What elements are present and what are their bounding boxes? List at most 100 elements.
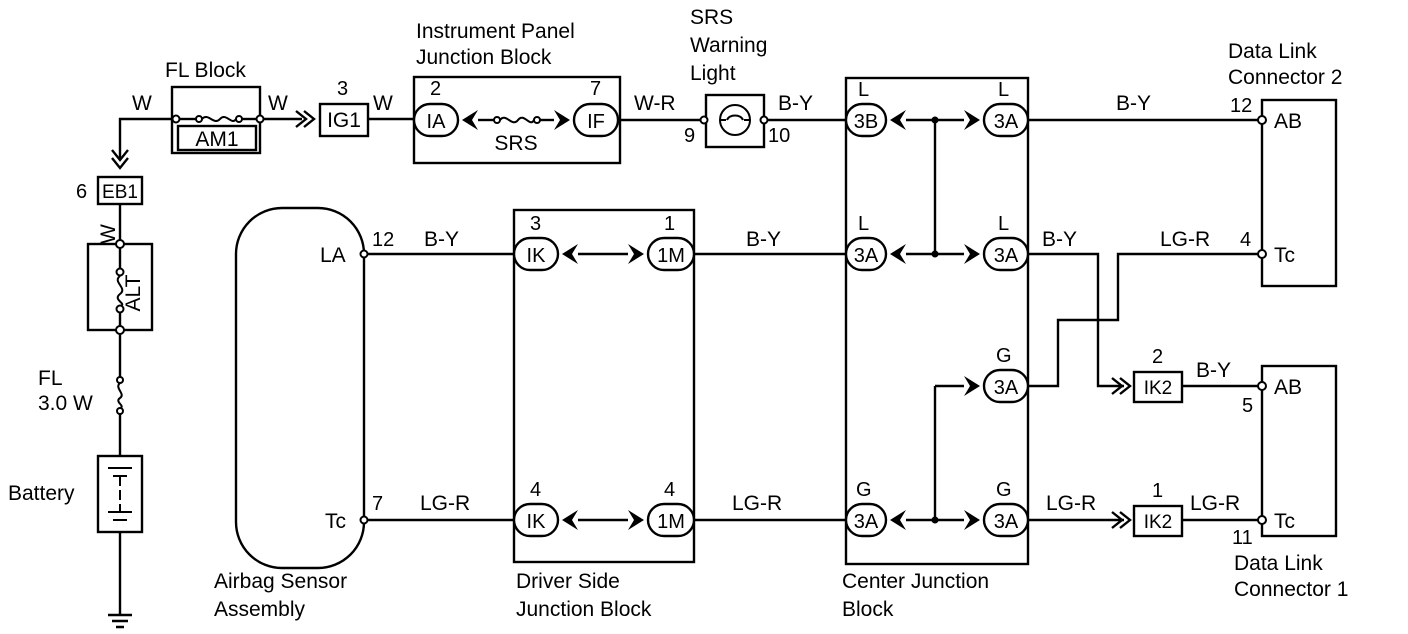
center-junction-block: 3B L 3A L 3A L 3A L 3A G 3A G 3A G	[842, 76, 1030, 621]
terminal-la: LA	[320, 244, 346, 267]
airbag-sensor-assembly: LA Tc 12 7 Airbag Sensor Assembly	[214, 206, 394, 621]
wire-label-lg-r-2: LG-R	[732, 492, 782, 515]
cjb-label-2: Block	[842, 598, 894, 621]
srs-fuse-label: SRS	[494, 132, 537, 155]
m1-lower-label: 1M	[657, 511, 685, 533]
m1-upper-label: 1M	[657, 245, 685, 267]
c3a-label-1: 3A	[994, 111, 1019, 133]
wire-label-w-3: W	[373, 92, 393, 115]
pin-4-1m: 4	[664, 479, 675, 501]
srs-light-label-3: Light	[690, 62, 736, 85]
pin-2-ia: 2	[430, 78, 441, 100]
c3a-label-3: 3A	[994, 245, 1019, 267]
pin-10: 10	[768, 125, 790, 147]
terminal-g-2: G	[856, 479, 872, 501]
if-label: IF	[587, 111, 605, 133]
ik2-upper-label: IK2	[1144, 378, 1173, 399]
airbag-label-2: Assembly	[214, 598, 306, 621]
battery-label: Battery	[8, 482, 75, 505]
fl-block: FL Block AM1	[165, 59, 265, 155]
terminal-tc-dlc1: Tc	[1274, 510, 1295, 533]
pin-7-tc: 7	[372, 493, 383, 515]
dsjb-label-2: Junction Block	[516, 598, 652, 621]
wire-label-w: W	[132, 92, 152, 115]
dlc2-label-1: Data Link	[1228, 40, 1317, 63]
pin-2-ik2: 2	[1152, 346, 1163, 368]
wire-label-w-vertical: W	[97, 224, 120, 244]
wire-label-b-y-1: B-Y	[778, 92, 813, 115]
instrument-panel-junction-block: Instrument Panel Junction Block IA 2 IF …	[412, 20, 622, 165]
power-supply-section: W EB1 6 W ALT FL 3.0 W Battery	[8, 92, 172, 629]
ik2-lower-label: IK2	[1144, 512, 1173, 533]
fl-block-label: FL Block	[165, 59, 246, 82]
am1-fuse	[176, 124, 258, 152]
ig1-connector: IG1 3	[318, 78, 370, 138]
srs-warning-light: SRS Warning Light 9 10	[684, 6, 790, 149]
srs-light-label-1: SRS	[690, 6, 733, 29]
cjb-label-1: Center Junction	[842, 570, 989, 593]
fl-label: FL	[38, 367, 63, 390]
pin-6: 6	[76, 181, 87, 203]
wire-label-lg-r-3: LG-R	[1160, 228, 1210, 251]
wire-label-b-y-3: B-Y	[1116, 92, 1151, 115]
dlc1-label-1: Data Link	[1234, 552, 1323, 575]
pin-9: 9	[684, 125, 695, 147]
eb1-label: EB1	[102, 182, 138, 203]
terminal-g-3: G	[996, 479, 1012, 501]
ipjb-label-line2: Junction Block	[416, 46, 552, 69]
fl-rating-label: 3.0 W	[38, 392, 93, 415]
terminal-g-1: G	[996, 345, 1012, 367]
c3a-label-6: 3A	[994, 511, 1019, 533]
c3a-label-5: 3A	[854, 511, 879, 533]
c3b-label: 3B	[854, 111, 878, 133]
terminal-ab-dlc2: AB	[1274, 110, 1302, 133]
wire-label-b-y-4: B-Y	[1042, 228, 1077, 251]
wire-label-b-y-2: B-Y	[746, 228, 781, 251]
c3a-label-4: 3A	[994, 377, 1019, 399]
pin-1-ik2: 1	[1152, 480, 1163, 502]
terminal-l-2: L	[998, 79, 1009, 101]
ipjb-label-line1: Instrument Panel	[416, 20, 575, 43]
wire-label-lg-r-tc: LG-R	[420, 492, 470, 515]
am1-label: AM1	[195, 128, 238, 151]
wire-label-lg-r-5: LG-R	[1190, 492, 1240, 515]
data-link-connector-2: Data Link Connector 2 AB Tc 12 4	[1228, 40, 1342, 288]
ig1-label: IG1	[327, 109, 361, 132]
ik-upper-label: IK	[527, 245, 547, 267]
pin-3-ig1: 3	[337, 78, 348, 100]
ik2-connector-upper: IK2 2	[1132, 346, 1184, 404]
terminal-l-4: L	[998, 213, 1009, 235]
pin-11-dlc1: 11	[1232, 527, 1253, 549]
data-link-connector-1: AB Tc 5 11 Data Link Connector 1	[1232, 364, 1348, 601]
ik2-connector-lower: IK2 1	[1132, 480, 1184, 538]
pin-3-ik: 3	[530, 213, 541, 235]
pin-12-la: 12	[372, 229, 394, 251]
ik-lower-label: IK	[527, 511, 547, 533]
wire-label-lg-r-4: LG-R	[1046, 492, 1096, 515]
wire-label-w-2: W	[268, 92, 288, 115]
terminal-l-1: L	[858, 79, 869, 101]
wire-label-b-y-5: B-Y	[1196, 359, 1231, 382]
dlc2-label-2: Connector 2	[1228, 66, 1342, 89]
driver-side-junction-block: IK 3 1M 1 IK 4 1M 4 Driver Side Junction…	[512, 208, 696, 621]
terminal-tc-dlc2: Tc	[1274, 244, 1295, 267]
c3a-label-2: 3A	[854, 245, 879, 267]
wire-label-w-r: W-R	[634, 92, 676, 115]
pin-4-dlc2: 4	[1240, 229, 1251, 251]
alt-label: ALT	[122, 274, 145, 311]
ia-terminal	[412, 102, 460, 138]
terminal-ab-dlc1: AB	[1274, 376, 1302, 399]
wire-label-b-y-la: B-Y	[424, 228, 459, 251]
dsjb-label-1: Driver Side	[516, 570, 620, 593]
ia-label: IA	[427, 111, 447, 133]
terminal-tc-airbag: Tc	[325, 510, 346, 533]
srs-light-label-2: Warning	[690, 34, 767, 57]
pin-12-dlc2: 12	[1230, 95, 1252, 117]
pin-7-if: 7	[590, 78, 601, 100]
pin-4-ik: 4	[530, 479, 541, 501]
airbag-label-1: Airbag Sensor	[214, 570, 347, 593]
terminal-l-3: L	[858, 213, 869, 235]
dlc1-label-2: Connector 1	[1234, 578, 1348, 601]
if-terminal	[572, 102, 620, 138]
